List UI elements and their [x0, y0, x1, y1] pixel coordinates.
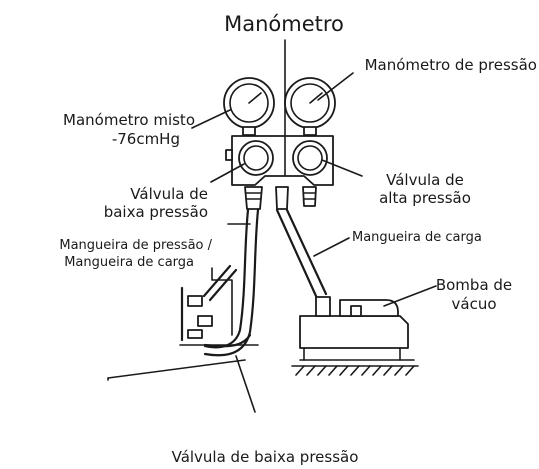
bottom-label: Válvula de baixa pressão — [172, 448, 359, 466]
charge-hose — [275, 208, 328, 298]
hose-fittings — [244, 186, 317, 210]
pump-label-line1: Bomba de — [436, 276, 512, 294]
low-valve-label-line2: baixa pressão — [104, 203, 208, 221]
pump-label-line2: vácuo — [452, 295, 497, 313]
leader-lines — [191, 39, 437, 413]
service-port — [179, 264, 259, 348]
low-pressure-valve-knob — [238, 140, 274, 176]
high-pressure-valve-knob — [292, 140, 328, 176]
pressure-gauge — [284, 77, 336, 136]
floor-hatching — [295, 365, 415, 376]
low-valve-label-line1: Válvula de — [130, 185, 208, 203]
hose-left-label-line1: Mangueira de pressão / — [59, 238, 212, 253]
mixed-gauge-label-line2: -76cmHg — [112, 130, 180, 148]
hose-left-label-line2: Mangueira de carga — [64, 255, 194, 270]
pressure-gauge-label: Manómetro de pressão — [365, 56, 537, 74]
vacuum-pump — [291, 296, 419, 367]
unit-outline — [107, 223, 251, 381]
high-valve-label-line1: Válvula de — [386, 171, 464, 189]
hose-right-label: Mangueira de carga — [352, 230, 482, 245]
title-label: Manómetro — [224, 12, 344, 36]
mixed-gauge — [223, 77, 275, 136]
mixed-gauge-label-line1: Manómetro misto — [63, 111, 195, 129]
high-valve-label-line2: alta pressão — [379, 189, 471, 207]
